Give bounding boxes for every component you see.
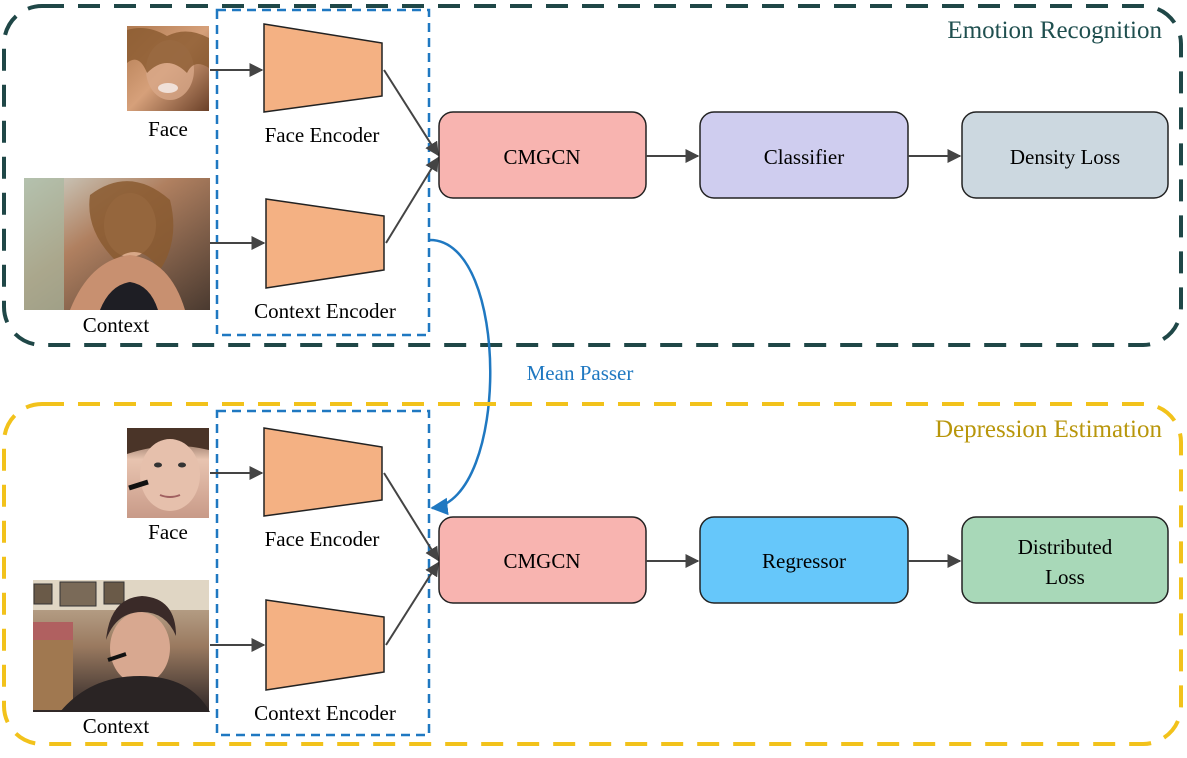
arrow-face-encoder-to-cmgcn (383, 69, 439, 157)
depression-cmgcn-label: CMGCN (503, 549, 580, 573)
depression-face-image (127, 428, 209, 518)
emotion-panel-border (2, 4, 1183, 347)
emotion-face-encoder-label: Face Encoder (265, 123, 380, 147)
arrow-context-encoder-to-cmgcn (385, 156, 439, 244)
mean-passer-connector: Mean Passer (429, 238, 634, 516)
classifier-label: Classifier (764, 145, 844, 169)
depression-context-image (33, 580, 210, 712)
emotion-panel-title: Emotion Recognition (947, 17, 1162, 44)
distributed-loss-label-line2: Loss (1045, 565, 1085, 589)
emotion-context-encoder-label: Context Encoder (254, 299, 396, 323)
emotion-context-label: Context (83, 313, 150, 337)
distributed-loss-box: Distributed Loss (961, 516, 1169, 604)
depression-estimation-panel: Depression Estimation Face Context (2, 402, 1183, 746)
emotion-cmgcn-label: CMGCN (503, 145, 580, 169)
classifier-box: Classifier (699, 111, 909, 199)
regressor-box: Regressor (699, 516, 909, 604)
depression-cmgcn-box: CMGCN (438, 516, 647, 604)
mean-passer-arrow (429, 238, 492, 516)
depression-context-encoder-label: Context Encoder (254, 701, 396, 725)
density-loss-box: Density Loss (961, 111, 1169, 199)
depression-face-encoder (263, 427, 383, 517)
emotion-context-image (24, 178, 210, 310)
depression-face-encoder-label: Face Encoder (265, 527, 380, 551)
depression-face-label: Face (148, 520, 188, 544)
emotion-recognition-panel: Emotion Recognition Face Context Face En… (2, 4, 1183, 347)
arrow-dep-context-encoder-to-cmgcn (385, 561, 439, 646)
depression-context-encoder (265, 599, 385, 691)
emotion-face-image (127, 26, 209, 111)
emotion-face-encoder (263, 23, 383, 113)
depression-encoder-group (215, 409, 431, 737)
emotion-context-encoder (265, 198, 385, 289)
distributed-loss-label-line1: Distributed (1018, 535, 1113, 559)
emotion-face-label: Face (148, 117, 188, 141)
emotion-cmgcn-box: CMGCN (438, 111, 647, 199)
arrow-dep-face-encoder-to-cmgcn (383, 472, 439, 562)
regressor-label: Regressor (762, 549, 846, 573)
emotion-encoder-group (215, 8, 431, 337)
mean-passer-label: Mean Passer (527, 361, 634, 385)
depression-context-label: Context (83, 714, 150, 738)
depression-panel-border (2, 402, 1183, 746)
depression-panel-title: Depression Estimation (935, 416, 1163, 443)
density-loss-label: Density Loss (1010, 145, 1120, 169)
